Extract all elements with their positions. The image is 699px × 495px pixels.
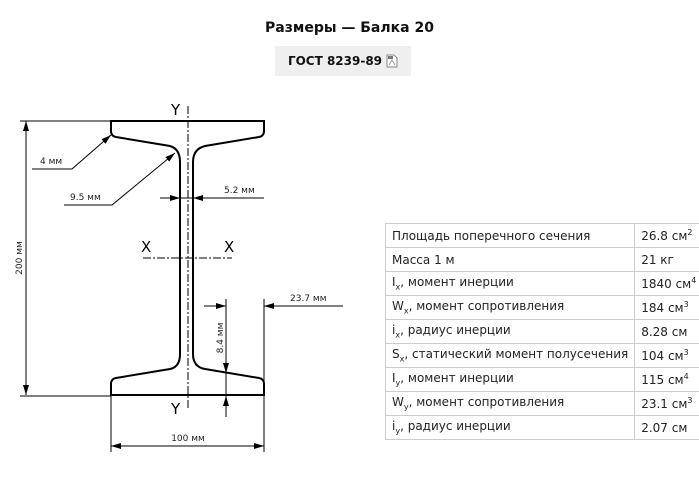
property-label: Площадь поперечного сечения xyxy=(384,223,636,248)
axis-y-bottom: Y xyxy=(170,400,181,418)
property-label: Sx, статический момент полусечения xyxy=(384,343,636,368)
property-value: 184 см3 xyxy=(634,295,699,320)
property-label: Iy, момент инерции xyxy=(384,367,636,392)
property-value: 115 см4 xyxy=(634,367,699,392)
pdf-document-icon xyxy=(386,54,398,68)
axis-y-top: Y xyxy=(170,101,181,119)
property-value: 104 см3 xyxy=(634,343,699,368)
dim-web: 5.2 мм xyxy=(224,186,255,196)
axis-x-right: X xyxy=(224,238,234,256)
property-label: Ix, момент инерции xyxy=(384,271,636,296)
property-label: Wy, момент сопротивления xyxy=(384,391,636,416)
property-value: 8.28 см xyxy=(634,319,699,344)
beam-profile xyxy=(110,120,265,396)
property-label: ix, радиус инерции xyxy=(384,319,636,344)
dim-flange: 8.4 мм xyxy=(216,323,226,354)
gost-label: ГОСТ 8239-89 xyxy=(287,54,383,68)
property-label: iy, радиус инерции xyxy=(384,415,636,440)
dim-r1: 4 мм xyxy=(40,157,62,167)
dim-height: 200 мм xyxy=(15,241,25,275)
gost-button[interactable]: ГОСТ 8239-89 xyxy=(275,46,411,76)
property-value: 26.8 см2 xyxy=(634,223,699,248)
dim-offset: 23.7 мм xyxy=(290,294,326,304)
property-value: 2.07 см xyxy=(634,415,699,440)
property-label: Wx, момент сопротивления xyxy=(384,295,636,320)
beam-drawing: 200 мм 100 мм 4 мм 9.5 мм 5.2 мм 23.7 мм… xyxy=(15,101,343,452)
dim-r2: 9.5 мм xyxy=(70,193,101,203)
dim-width: 100 мм xyxy=(171,434,205,444)
page-title: Размеры — Балка 20 xyxy=(265,20,434,36)
property-value: 23.1 см3 xyxy=(634,391,699,416)
property-value: 1840 см4 xyxy=(634,271,699,296)
axis-x-left: X xyxy=(141,238,151,256)
property-value: 21 кг xyxy=(634,247,699,272)
property-label: Масса 1 м xyxy=(384,247,636,272)
